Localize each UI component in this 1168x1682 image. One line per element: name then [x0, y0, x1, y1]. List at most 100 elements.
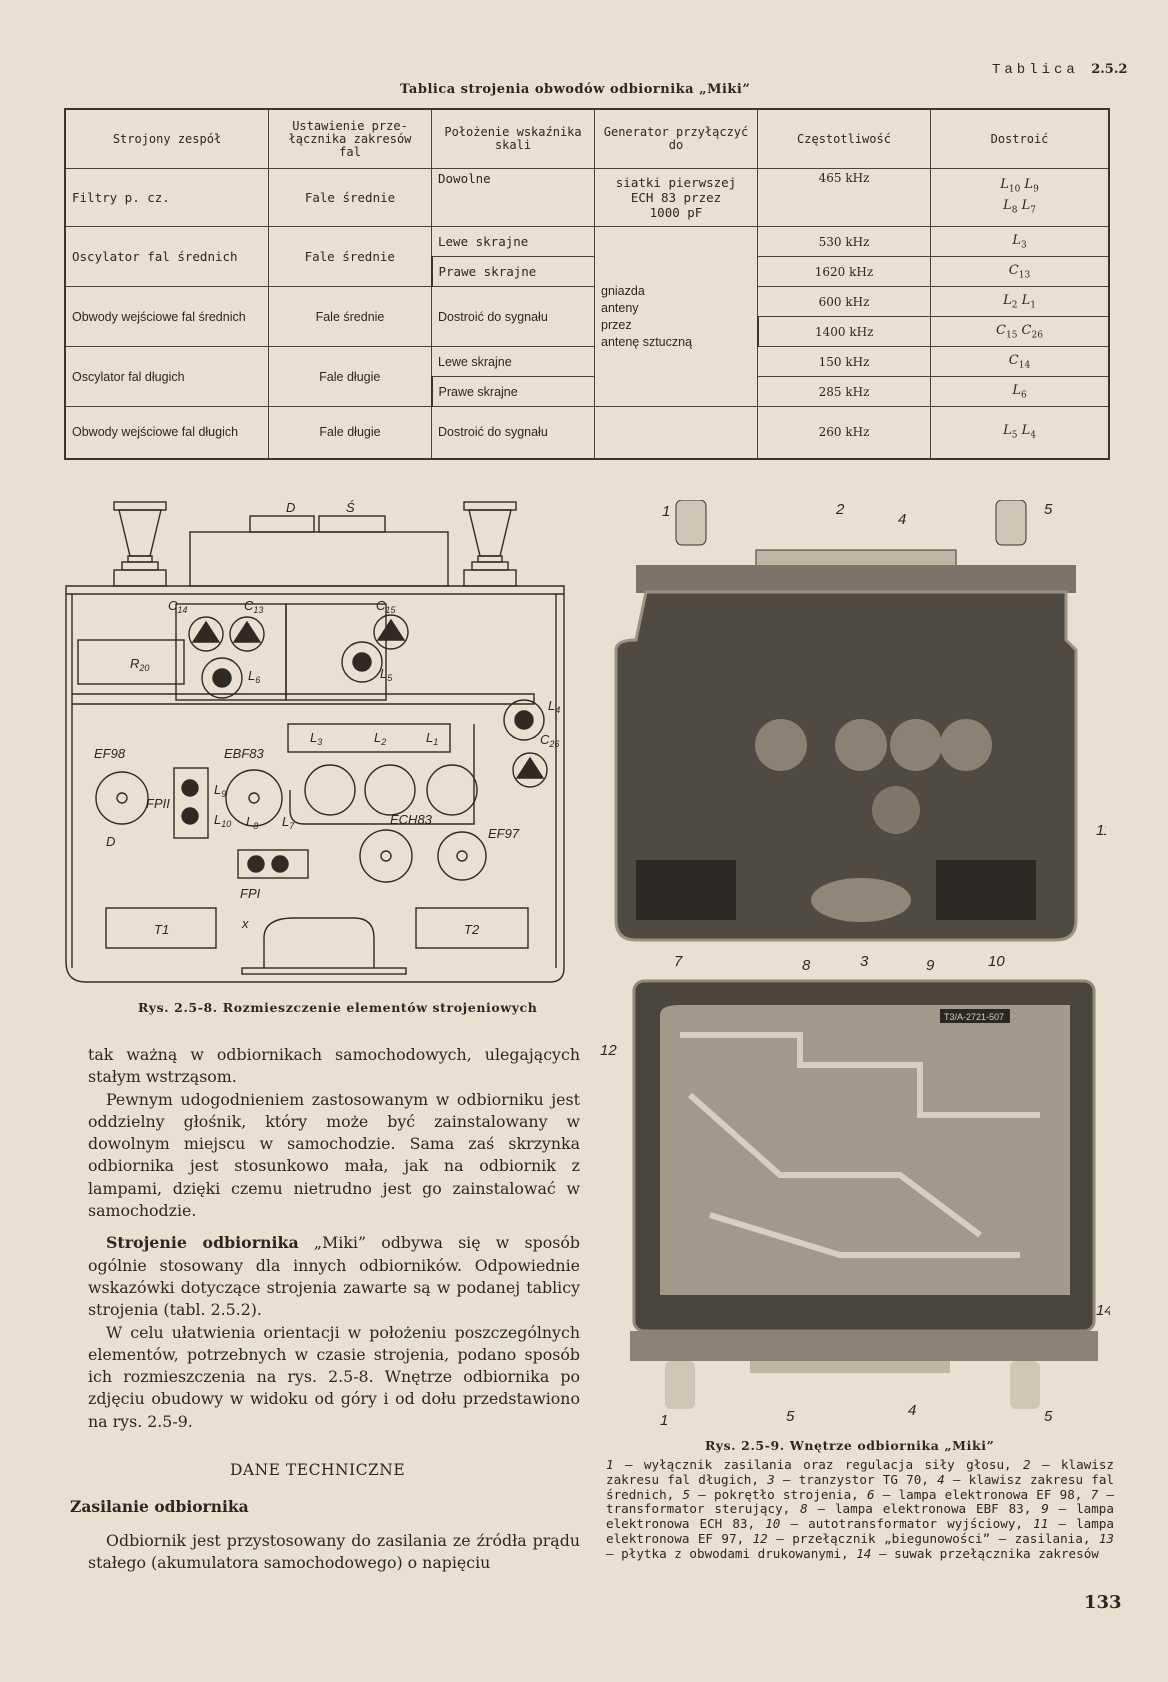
label-EF97: EF97: [488, 826, 520, 841]
paragraph-1: tak ważną w odbiornikach samochodowych, …: [88, 1045, 580, 1087]
cell-pointer: Dostroić do sygnału: [431, 286, 595, 347]
marker-1: 1: [662, 503, 670, 520]
col-header-switch: Ustawienie prze-łącznika zakresów fal: [268, 108, 432, 169]
table-title: Tablica strojenia obwodów odbiornika „Mi…: [400, 82, 751, 97]
label-EF98: EF98: [94, 746, 126, 761]
legend-item: 5 — pokrętło strojenia,: [682, 1486, 867, 1502]
label-L5: L5: [380, 666, 393, 683]
cell-switch: Fale długie: [268, 346, 432, 407]
label-L4: L4: [548, 698, 560, 715]
cell-switch: Fale średnie: [268, 168, 432, 227]
col-header-pointer: Położenie wskaźnika skali: [431, 108, 595, 169]
marker-9: 9: [926, 957, 935, 970]
pcb-stamp: T3/A-2721-507: [944, 1012, 1004, 1022]
trimmer-C15-icon: [373, 614, 409, 650]
cell-adjust: C13: [930, 256, 1110, 287]
cell-adjust: C15 C26: [930, 316, 1110, 347]
cell-unit: Obwody wejściowe fal długich: [64, 406, 269, 459]
label-C13: C13: [244, 598, 263, 615]
cell-pointer: Prawe skrajne: [430, 376, 595, 407]
cell-adjust: L2 L1: [930, 286, 1110, 317]
cell-adjust: L5 L4: [930, 406, 1110, 459]
cell-switch: Fale średnie: [268, 226, 432, 287]
body-text-block-2: Odbiornik jest przystosowany do zasilani…: [88, 1530, 580, 1575]
legend-item: 1 — wyłącznik zasilania oraz regulacja s…: [606, 1457, 1023, 1472]
marker-14: 14: [1096, 1302, 1110, 1319]
coil-L4-icon: [503, 699, 545, 741]
legend-item: 8 — lampa elektronowa EBF 83,: [800, 1501, 1042, 1517]
tube-ECH83-icon: [359, 829, 413, 883]
legend-item: 14 — suwak przełącznika zakresów: [856, 1545, 1099, 1561]
label-T2: T2: [464, 922, 480, 937]
legend-item: 2 — klawisz zakresu fal długich,: [606, 1457, 1114, 1487]
marker-8: 8: [802, 957, 811, 970]
marker-1-bottom: 1: [660, 1412, 668, 1429]
label-R20: R20: [130, 656, 149, 673]
cell-frequency: 1620 kHz: [757, 256, 931, 287]
cell-pointer: Lewe skrajne: [431, 346, 595, 377]
marker-12: 12: [600, 1042, 617, 1059]
cell-frequency: 285 kHz: [757, 376, 931, 407]
col-header-unit: Strojony zespół: [64, 108, 269, 169]
body-text-block: tak ważną w odbiornikach samochodowych, …: [88, 1044, 580, 1433]
cell-switch: Fale długie: [268, 406, 432, 459]
marker-10: 10: [988, 953, 1005, 970]
trimmer-C26-icon: [512, 752, 548, 788]
legend-item: 7 — transformator sterujący,: [606, 1486, 1114, 1517]
marker-7: 7: [674, 953, 683, 970]
table-row: Prawe skrajne 285 kHz L6: [65, 376, 1110, 407]
label-D-key: D: [286, 500, 295, 515]
trimmer-C13-icon: [229, 616, 265, 652]
table-tag-word: Tablica: [992, 62, 1079, 78]
label-S-key: Ś: [346, 500, 355, 515]
right-knob-icon: [463, 501, 517, 587]
table-row: 1400 kHz C15 C26: [65, 316, 1110, 347]
cell-generator: siatki pierwszej ECH 83 przez 1000 pF: [594, 168, 758, 227]
label-L9: L9: [214, 782, 226, 799]
cell-unit: Obwody wejściowe fal średnich: [64, 286, 269, 347]
label-FPI: FPI: [240, 886, 261, 901]
label-ECH83: ECH83: [390, 812, 433, 827]
label-L6: L6: [248, 668, 260, 685]
cell-adjust: C14: [930, 346, 1110, 377]
tube-EF98-icon: [95, 771, 149, 825]
legend-item: 13 — płytka z obwodami drukowanymi,: [606, 1530, 1115, 1561]
cell-unit: Filtry p. cz.: [64, 168, 269, 227]
cell-frequency: 600 kHz: [757, 286, 931, 317]
coil-L5-icon: [341, 641, 383, 683]
marker-5-bottom-right: 5: [1044, 1408, 1053, 1425]
cell-frequency: 260 kHz: [757, 406, 931, 459]
label-C15: C15: [376, 598, 396, 615]
figure-interior-bottom-photo: T3/A-2721-507 12 13 14 1 5 4 5: [600, 975, 1110, 1430]
label-EBF83: EBF83: [224, 746, 265, 761]
paragraph-2: Pewnym udogodnieniem zastosowanym w odbi…: [88, 1089, 580, 1221]
table-row: Oscylator fal długich Fale długie Lewe s…: [64, 346, 1110, 407]
cell-generator-antenna: gniazda anteny przez antenę sztuczną: [594, 226, 758, 407]
sub-heading: Zasilanie odbiornika: [70, 1497, 249, 1516]
cell-adjust: L3: [930, 226, 1110, 257]
trimmer-C14-icon: [188, 616, 224, 652]
figure-interior-top-photo: 1 2 4 5 6 11 7 8 3 9 10: [606, 500, 1106, 970]
legend-item: 10 — autotransformator wyjściowy,: [765, 1516, 1034, 1532]
paragraph-4: W celu ułatwienia orientacji w położeniu…: [88, 1322, 580, 1431]
table-row: Prawe skrajne 1620 kHz C13: [65, 256, 1110, 287]
cell-frequency: 150 kHz: [757, 346, 931, 377]
marker-2: 2: [835, 501, 845, 518]
cell-unit: Oscylator fal średnich: [64, 226, 269, 287]
marker-4-bottom: 4: [908, 1402, 916, 1419]
legend-item: 12 — przełącznik „biegunowości” — zasila…: [752, 1530, 1099, 1546]
marker-3: 3: [860, 953, 869, 970]
legend-item: 3 — tranzystor TG 70,: [767, 1471, 938, 1487]
cell-frequency: 530 kHz: [757, 226, 931, 257]
label-D-diode: D: [106, 834, 115, 849]
marker-5-bottom: 5: [786, 1408, 795, 1425]
label-C14: C14: [168, 598, 187, 615]
cell-switch: Fale średnie: [268, 286, 432, 347]
col-header-frequency: Częstotliwość: [757, 108, 931, 169]
label-L8: L8: [246, 814, 258, 831]
section-heading: DANE TECHNICZNE: [230, 1461, 406, 1479]
table-row: Oscylator fal średnich Fale średnie Lewe…: [64, 226, 1110, 407]
figure-8-caption: Rys. 2.5-8. Rozmieszczenie elementów str…: [138, 1000, 538, 1015]
cell-generator-empty: [594, 406, 758, 459]
